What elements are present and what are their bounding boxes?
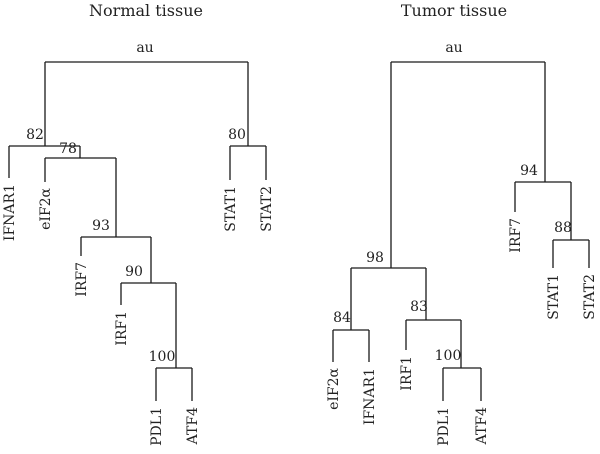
tumor-node-88-edge [552,239,590,268]
tumor-node-100-edge [442,367,482,401]
normal-node-100-edge [155,367,193,401]
normal-root-label: au [136,40,153,56]
normal-leaf-stat2: STAT2 [259,186,275,232]
tumor-node-94-edge [514,181,572,240]
tumor-node-84-label: 84 [333,310,351,326]
tumor-leaf-stat1: STAT1 [546,274,562,320]
normal-leaf-ifnar1: IFNAR1 [2,184,18,241]
tumor-tissue-tree: Tumor tissue au 98 84 83 100 94 88 eIF2α… [326,1,598,446]
normal-leaf-stat1: STAT1 [223,186,239,232]
tumor-leaf-irf7: IRF7 [508,218,524,253]
normal-node-100-label: 100 [149,349,176,365]
normal-node-78-edge [44,157,117,237]
tumor-leaf-stat2: STAT2 [582,274,598,320]
normal-node-93-edge [80,236,152,283]
normal-leaf-atf4: ATF4 [185,407,201,445]
normal-tissue-title: Normal tissue [89,1,203,20]
normal-node-90-label: 90 [125,264,143,280]
normal-root-edge [44,61,249,146]
normal-node-93-label: 93 [92,218,110,234]
tumor-node-84-edge [332,329,370,362]
normal-node-90-edge [120,282,177,368]
normal-node-80-label: 80 [228,127,246,143]
tumor-node-100-label: 100 [435,348,462,364]
normal-leaf-eif2a: eIF2α [38,187,54,229]
tumor-leaf-atf4: ATF4 [474,407,490,445]
tumor-leaf-irf1: IRF1 [399,356,415,391]
normal-node-82-edge [8,145,81,178]
normal-leaf-irf1: IRF1 [114,311,130,346]
tumor-tissue-title: Tumor tissue [401,1,507,20]
tumor-node-83-edge [405,319,462,368]
normal-node-78-label: 78 [59,141,77,157]
tumor-node-98-label: 98 [366,250,384,266]
tumor-node-94-label: 94 [520,163,538,179]
normal-node-80-edge [229,145,267,180]
tumor-node-83-label: 83 [410,299,428,315]
normal-tissue-tree: Normal tissue au 82 78 93 90 100 80 IFNA… [2,1,275,446]
normal-leaf-irf7: IRF7 [74,262,90,297]
tumor-root-label: au [445,40,462,56]
tumor-root-edge [390,61,546,268]
tumor-node-98-edge [350,267,427,330]
tumor-node-88-label: 88 [554,220,572,236]
tumor-leaf-pdl1: PDL1 [436,407,452,446]
normal-node-82-label: 82 [26,127,44,143]
normal-leaf-pdl1: PDL1 [149,407,165,446]
tumor-leaf-ifnar1: IFNAR1 [362,368,378,425]
tumor-leaf-eif2a: eIF2α [326,367,342,409]
